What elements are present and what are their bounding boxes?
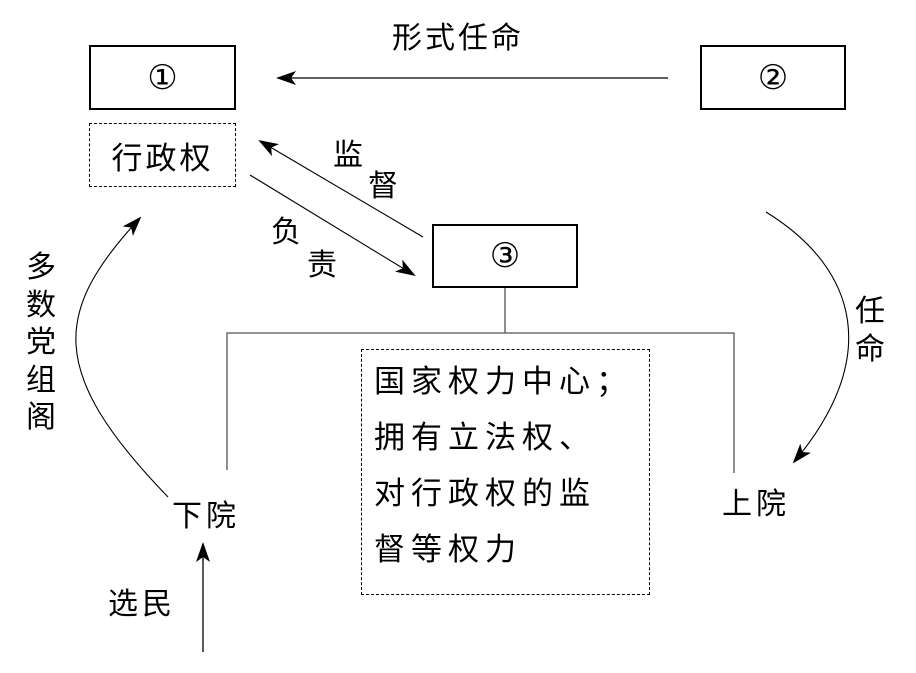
- parliament-powers-line: 国家权力中心；: [374, 364, 633, 400]
- node-2-label: ②: [757, 57, 789, 98]
- majority-cabinet-label: 多 数 党 组 阁: [25, 249, 57, 437]
- majority-cabinet-arrow: [75, 216, 169, 498]
- majority-cabinet-char: 数: [26, 287, 56, 323]
- majority-cabinet-char: 多: [26, 250, 56, 285]
- parliament-powers-line: 督等权力: [374, 532, 522, 568]
- upper-house-label: 上院: [722, 487, 790, 522]
- appointment-char: 任: [855, 294, 885, 329]
- supervision-label-char-2: 督: [368, 169, 398, 204]
- responsibility-arrow: [249, 174, 416, 277]
- executive-power-label: 行政权: [111, 140, 214, 177]
- supervision-label-char-1: 监: [333, 138, 363, 173]
- responsibility-label-char-1: 负: [271, 215, 301, 250]
- executive-power-box: 行政权: [89, 123, 236, 187]
- responsibility-label-char-2: 责: [307, 248, 337, 283]
- parliament-powers-line: 拥有立法权、: [374, 420, 596, 456]
- house-branch-line: [226, 332, 735, 473]
- appointment-arrow: [765, 211, 850, 464]
- node-3-box: ③: [432, 224, 578, 288]
- formal-appointment-label: 形式任命: [392, 21, 524, 56]
- node-3-label: ③: [489, 236, 521, 276]
- majority-cabinet-char: 党: [26, 325, 56, 360]
- supervision-arrow: [258, 139, 424, 238]
- voters-label: 选民: [108, 587, 176, 622]
- appointment-label: 任 命: [854, 293, 886, 368]
- majority-cabinet-char: 组: [26, 362, 56, 398]
- node-1-label: ①: [147, 57, 178, 98]
- parliament-powers-box: [361, 349, 650, 595]
- majority-cabinet-char: 阁: [26, 400, 56, 435]
- lower-house-label: 下院: [172, 499, 240, 534]
- node-2-box: ②: [700, 45, 846, 110]
- parliament-powers-line: 对行政权的监: [374, 476, 596, 512]
- appointment-char: 命: [855, 331, 885, 367]
- parliament-powers-text: 国家权力中心； 拥有立法权、 对行政权的监 督等权力: [374, 354, 633, 578]
- node-1-box: ①: [89, 45, 236, 110]
